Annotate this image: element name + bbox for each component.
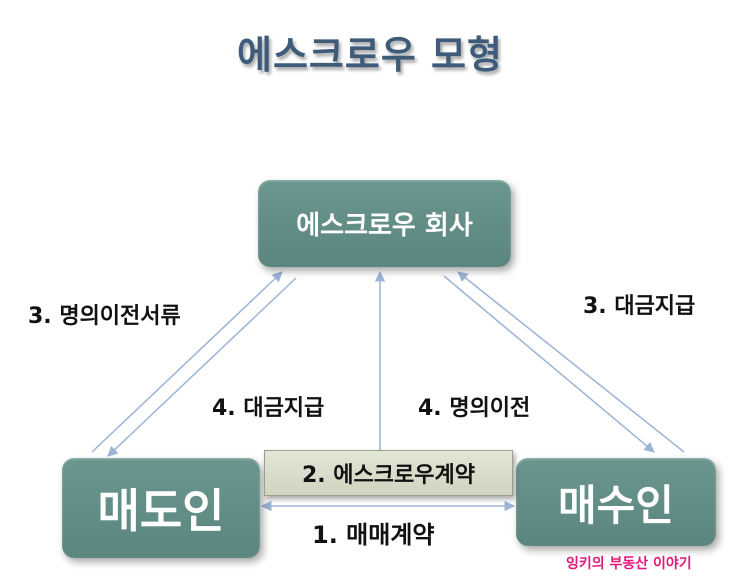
label-payment-to-escrow: 3. 대금지급: [583, 294, 696, 319]
escrow-contract-box: 2. 에스크로우계약: [264, 450, 513, 496]
escrow-company-node: 에스크로우 회사: [258, 180, 511, 267]
buyer-node: 매수인: [516, 458, 716, 546]
label-sale-contract: 1. 매매계약: [312, 521, 435, 549]
arrow-escrow-to-buyer: [443, 275, 655, 453]
label-transfer-to-buyer: 4. 명의이전: [418, 396, 531, 421]
arrow-escrow-to-seller: [107, 277, 297, 457]
arrow-buyer-to-escrow: [457, 271, 685, 453]
seller-node: 매도인: [62, 458, 260, 558]
label-docs-to-escrow: 3. 명의이전서류: [28, 304, 181, 329]
diagram-title: 에스크로우 모형: [237, 33, 503, 77]
arrow-seller-to-escrow: [91, 271, 283, 453]
watermark-text: 잉키의 부동산 이야기: [566, 556, 692, 572]
label-payment-to-seller: 4. 대금지급: [212, 396, 325, 421]
